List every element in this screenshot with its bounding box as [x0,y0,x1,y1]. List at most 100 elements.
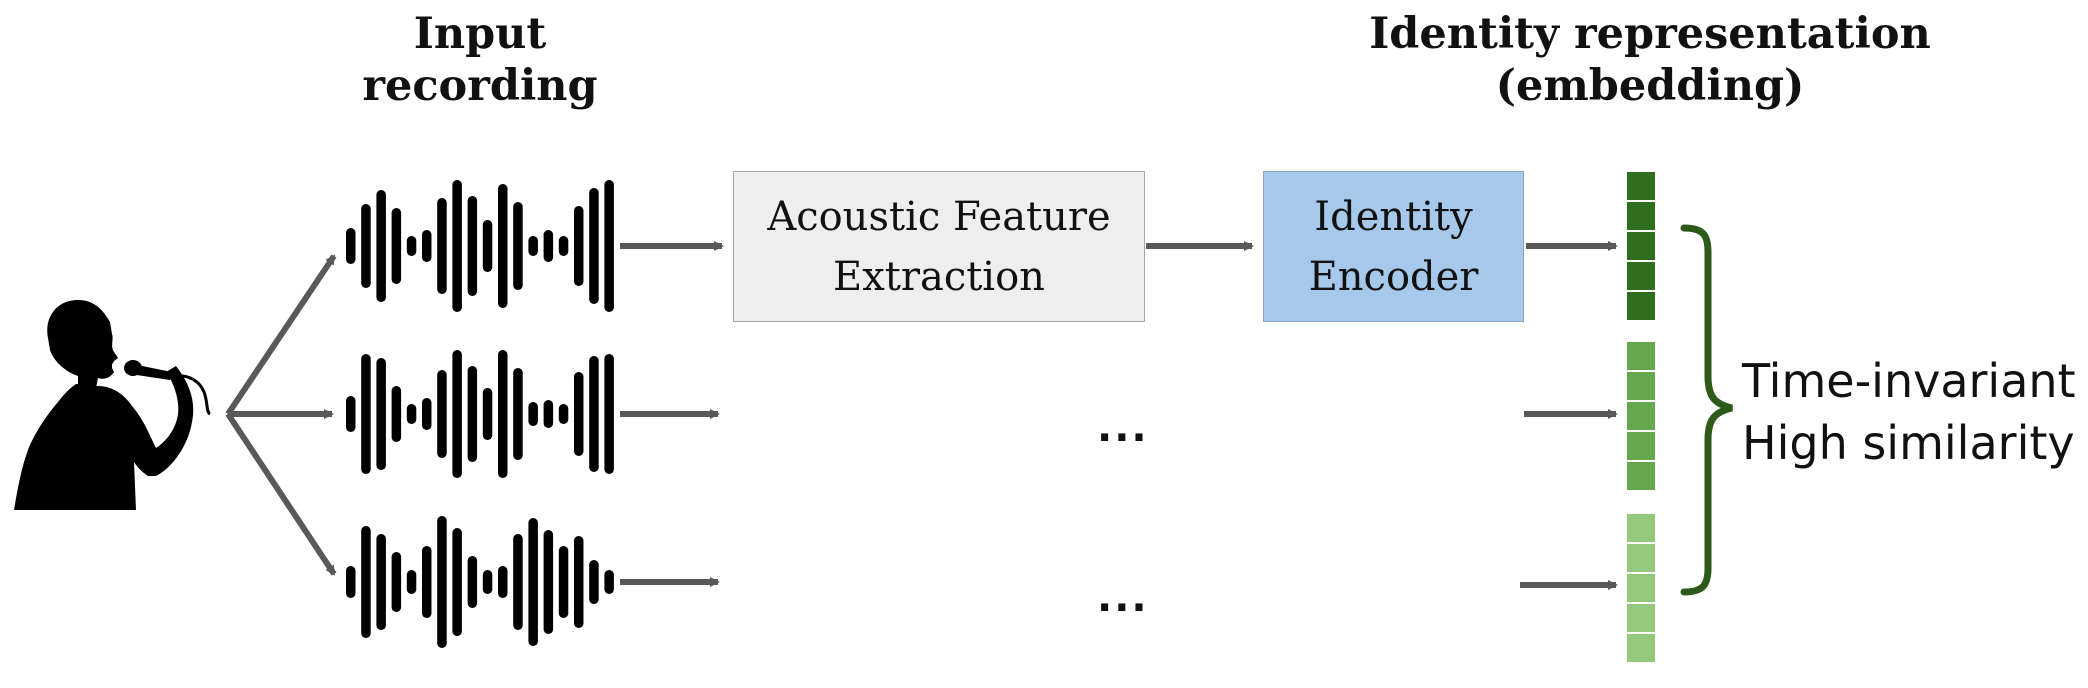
waveform-bar [452,180,462,312]
waveform-bar [589,356,599,472]
waveform-bar [437,370,447,458]
waveform-bar [422,230,432,262]
pipeline-arrows [620,241,1618,590]
input-heading-line2: recording [362,61,598,111]
embedding-cell [1625,200,1657,232]
annotation-line1: Time-invariant [1742,354,2076,408]
waveform-bar [498,184,508,308]
waveform-bar [406,236,417,256]
waveform-bar [482,570,493,594]
waveform-bar [528,236,538,256]
waveform-bar [452,350,462,478]
input-heading-line1: Input [413,9,547,59]
fan-out-arrows [225,254,337,576]
waveform-bar [528,518,538,646]
similarity-annotation: Time-invariant High similarity [1742,350,2076,474]
waveform-bar [543,230,554,262]
embedding-cell [1625,400,1657,432]
embedding-cell [1625,260,1657,292]
embedding-cell [1625,430,1657,462]
waveform-bar [346,228,356,264]
waveform-bar [574,372,584,456]
waveform-bar [558,546,569,618]
embedding-cell [1625,370,1657,402]
waveform-bar [467,556,478,608]
waveform-bar [346,396,356,432]
embedding-cell [1625,512,1657,544]
embedding-cell [1625,632,1657,664]
waveform-bar [376,534,386,630]
encoder-box-line2: Encoder [1308,253,1479,300]
waveform-bar [604,570,614,594]
waveform-bar [467,366,478,462]
waveform-bar [437,198,447,294]
waveform-bar [528,402,538,426]
curly-brace [1680,224,1733,596]
input-recording-heading: Input recording [340,8,620,112]
identity-heading-line2: (embedding) [1495,61,1805,111]
ellipsis-row-3: ... [1097,575,1149,621]
waveform-bar [589,188,599,304]
annotation-line2: High similarity [1742,416,2075,470]
waveform-bar [543,400,554,428]
waveform-bar [406,404,417,424]
embedding-cell [1625,602,1657,634]
waveform-bar [558,404,569,424]
waveform-bar [482,220,493,272]
acoustic-feature-extraction-box: Acoustic Feature Extraction [733,171,1145,322]
waveform-bar [437,516,447,648]
waveform-bar [513,368,523,460]
waveform-bar [391,208,402,284]
waveform-bar [498,566,508,598]
embedding-cell [1625,170,1657,202]
embedding-vector-2 [1625,340,1657,492]
waveform-bar [604,180,614,312]
embedding-cell [1625,290,1657,322]
audio-waveform-icon [346,516,614,648]
embedding-vector-3 [1625,512,1657,664]
waveform-bar [452,528,462,636]
ellipsis-row-2: ... [1097,405,1149,451]
waveform-bar [361,204,371,288]
waveform-bar [513,202,523,290]
waveform-bar [467,196,478,296]
waveform-bar [346,566,356,598]
waveform-bar [589,560,599,604]
acoustic-box-line1: Acoustic Feature [767,193,1111,240]
embedding-cell [1625,572,1657,604]
arrow-to-waveform-1 [225,254,337,416]
embedding-cell [1625,340,1657,372]
waveform-bar [361,354,371,474]
singer-silhouette-icon [14,300,211,510]
waveform-bar [361,526,371,638]
acoustic-box-line2: Extraction [833,253,1045,300]
arrow-to-waveform-3 [225,412,337,576]
audio-waveform-icon [346,350,614,478]
embedding-cell [1625,460,1657,492]
encoder-box-line1: Identity [1314,193,1473,240]
waveform-bar [376,190,386,302]
identity-representation-heading: Identity representation (embedding) [1330,8,1970,112]
waveform-bar [391,386,402,442]
waveform-bar [482,388,493,440]
audio-waveform-icon [346,180,614,312]
embedding-cell [1625,542,1657,574]
waveform-bar [604,354,614,474]
identity-heading-line1: Identity representation [1369,9,1931,59]
waveform-bar [406,570,417,594]
waveform-bar [513,534,523,630]
waveform-bar [574,206,584,286]
waveform-bar [376,358,386,470]
waveform-bar [422,398,432,430]
identity-encoder-box: Identity Encoder [1263,171,1524,322]
waveform-bar [574,536,584,628]
waveform-bar [422,546,432,618]
waveform-bar [558,236,569,256]
waveform-bar [543,530,554,634]
embedding-vector-1 [1625,170,1657,322]
waveform-bar [391,552,402,612]
waveform-bar [498,350,508,478]
embedding-cell [1625,230,1657,262]
